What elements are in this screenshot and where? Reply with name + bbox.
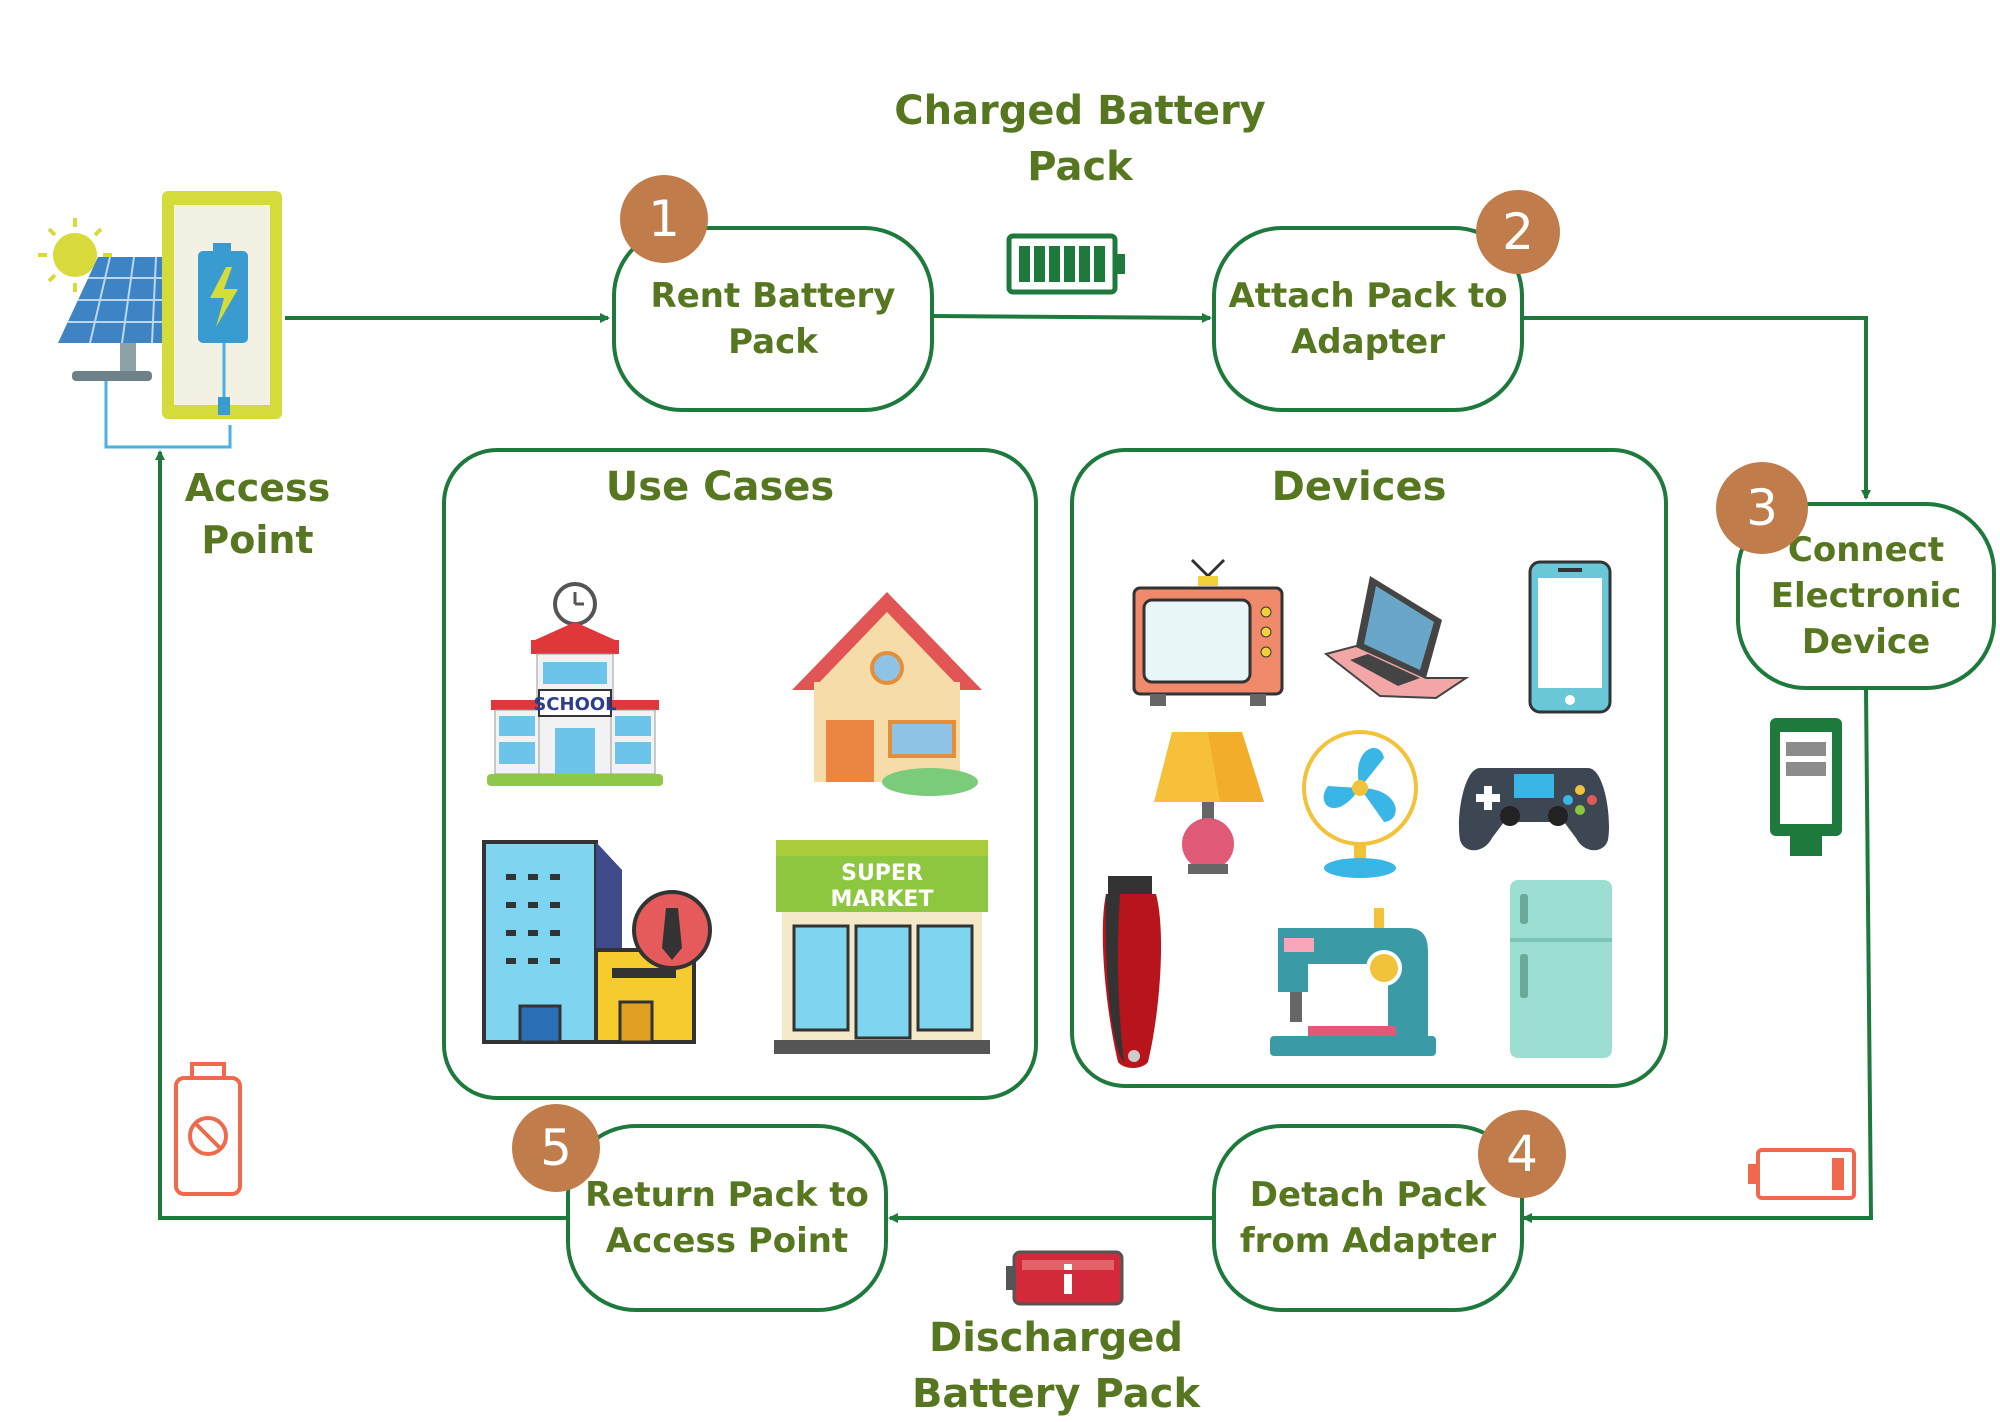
discharged-battery-label: Discharged Battery Pack [911, 1315, 1201, 1417]
empty-battery-icon [174, 1062, 242, 1196]
devices-title: Devices [1271, 464, 1447, 510]
arrow-step3-to-step4 [1522, 689, 1874, 1223]
lamp-icon [1154, 732, 1264, 874]
step-1-label: Rent Battery Pack [650, 276, 896, 362]
step-2-label: Attach Pack to Adapter [1228, 276, 1508, 362]
refrigerator-icon [1510, 880, 1612, 1058]
school-icon: SCHOOL [487, 582, 663, 786]
step-3-label: Connect Electronic Device [1770, 530, 1962, 662]
low-battery-icon [1748, 1148, 1856, 1200]
school-sign: SCHOOL [533, 694, 616, 715]
charged-battery-icon [1006, 233, 1125, 295]
sewing-machine-icon [1270, 908, 1436, 1056]
access-point-label: Access Point [184, 466, 331, 562]
smartphone-icon [1528, 560, 1612, 714]
arrow-step5-to-access [155, 450, 566, 1220]
hair-clipper-icon [1102, 876, 1162, 1068]
solar-charging-station-icon [38, 191, 282, 449]
office-building-icon [482, 840, 712, 1044]
supermarket-icon: SUPER MARKET [774, 840, 990, 1054]
step-2-box [1212, 226, 1524, 412]
step-5-label: Return Pack to Access Point [585, 1175, 869, 1261]
market-sign-line2: MARKET [831, 887, 934, 912]
charged-battery-label: Charged Battery Pack [894, 88, 1266, 190]
tv-icon [1132, 558, 1284, 706]
discharged-battery-icon [1006, 1250, 1124, 1306]
step-4-badge: 4 [1478, 1110, 1566, 1198]
step-4-label: Detach Pack from Adapter [1239, 1175, 1497, 1261]
arrow-step2-to-step3 [1522, 316, 1871, 500]
step-5-box [566, 1124, 888, 1312]
use-cases-title: Use Cases [605, 464, 835, 510]
step-3-badge: 3 [1716, 462, 1808, 554]
laptop-icon [1323, 576, 1470, 700]
charging-station [162, 191, 282, 419]
house-icon [792, 592, 982, 796]
market-sign-line1: SUPER [841, 861, 923, 886]
adapter-icon [1770, 718, 1842, 856]
step-5-badge: 5 [512, 1104, 600, 1192]
game-controller-icon [1458, 768, 1610, 851]
arrow-step1-to-step2 [931, 312, 1212, 323]
step-4-box [1212, 1124, 1524, 1312]
step-1-badge: 1 [620, 175, 708, 263]
fan-icon [1302, 730, 1418, 878]
step-2-badge: 2 [1476, 190, 1560, 274]
